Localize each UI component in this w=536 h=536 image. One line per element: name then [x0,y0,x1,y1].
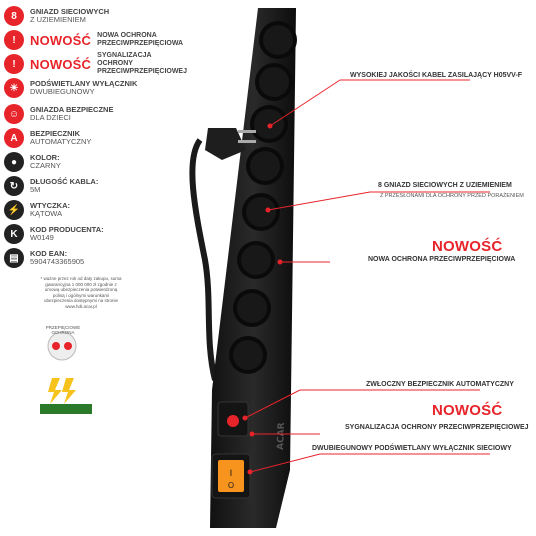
feature-value: DWUBIEGUNOWY [30,87,95,96]
feature-title: KOD EAN: [30,248,68,258]
protection-indicator-light [227,415,239,427]
power-cable [189,138,218,381]
feature-value: Z UZIEMIENIEM [30,15,86,24]
sockets [229,21,297,374]
new-label: NOWOŚĆ [30,32,92,48]
feature-cable: ↻ DŁUGOŚĆ KABLA:5m [4,174,98,198]
callout-lines [242,79,490,475]
feature-value: CZARNY [30,161,61,170]
feature-ean: ▤ KOD EAN:5904743365905 [4,246,84,270]
new-callout-1-desc: NOWA OCHRONA PRZECIWPRZEPIĘCIOWA [368,256,516,263]
feature-title: WTYCZKA: [30,200,70,210]
badge-label: PRZEPIĘCIOWA [47,414,83,419]
badge-label: PRZEPIĘCIOWE OCHRONA [45,325,81,335]
light-icon: ☀ [4,78,24,98]
fuse-icon: A [4,128,24,148]
feature-title: GNIAZD SIECIOWYCH [30,6,110,16]
feature-new-protection: ! NOWOŚĆ NOWA OCHRONA PRZECIWPRZEPIĘCIOW… [4,28,184,52]
feature-title: BEZPIECZNIK [30,128,81,138]
new-callout-1: NOWOŚĆ [432,238,503,255]
code-icon: K [4,224,24,244]
new-callout-2-desc: SYGNALIZACJA OCHRONY PRZECIWPRZEPIĘCIOWE… [345,424,529,431]
cable-callout: WYSOKIEJ JAKOŚCI KABEL ZASILAJĄCY H05VV-… [350,72,523,79]
feature-new-signal: ! NOWOŚĆ SYGNALIZACJA OCHRONY PRZECIWPRZ… [4,52,187,76]
feature-title: KOLOR: [30,152,60,162]
feature-value: 5904743365905 [30,257,85,266]
feature-value: 5m [30,185,41,194]
feature-value: DLA DZIECI [30,113,71,122]
fuse-callout: ZWŁOCZNY BEZPIECZNIK AUTOMATYCZNY [366,381,514,388]
feature-title: GNIAZDA BEZPIECZNE [30,104,114,114]
feature-title: DŁUGOŚĆ KABLA: [30,176,99,186]
barcode-icon: ▤ [4,248,24,268]
switch-callout: DWUBIEGUNOWY PODŚWIETLANY WYŁĄCZNIK SIEC… [312,445,512,452]
angled-plug [205,128,246,160]
feature-value: KĄTOWA [30,209,63,218]
feature-title: PODŚWIETLANY WYŁĄCZNIK [30,78,138,88]
illuminated-switch[interactable] [218,460,244,492]
new-callout-2: NOWOŚĆ [432,402,503,419]
new-label: NOWOŚĆ [30,56,92,72]
feature-plug: ⚡ WTYCZKA:KĄTOWA [4,198,70,222]
color-icon: ● [4,152,24,172]
bulb-icon: ! [4,54,24,74]
cable-icon: ↻ [4,176,24,196]
svg-text:I: I [230,469,233,479]
feature-value: W0149 [30,233,54,242]
feature-producer-code: K KOD PRODUCENTA:W0149 [4,222,104,246]
child-icon: ☺ [4,104,24,124]
sockets-callout: 8 GNIAZD SIECIOWYCH Z UZIEMIENIEM [378,182,512,189]
svg-text:O: O [228,481,234,490]
brand-logo: ACAR [276,422,287,450]
surge-icon: ! [4,30,24,50]
feature-value: NOWA OCHRONA PRZECIWPRZEPIĘCIOWA [97,32,184,47]
feature-value: AUTOMATYCZNY [30,137,92,146]
warranty-note: * ważne przez rok od daty zakupu, suma g… [40,276,122,309]
lightning-badge [40,378,92,414]
feature-color: ● KOLOR:CZARNY [4,150,61,174]
surge-protection-badge [47,331,77,361]
eight-badge-icon: 8 [4,6,24,26]
feature-title: KOD PRODUCENTA: [30,224,104,234]
sockets-subcallout: Z PRZESŁONAMI DLA OCHRONY PRZED PORAŻENI… [380,193,524,199]
plug-icon: ⚡ [4,200,24,220]
feature-value: SYGNALIZACJA OCHRONY PRZECIWPRZEPIĘCIOWE… [97,52,187,75]
